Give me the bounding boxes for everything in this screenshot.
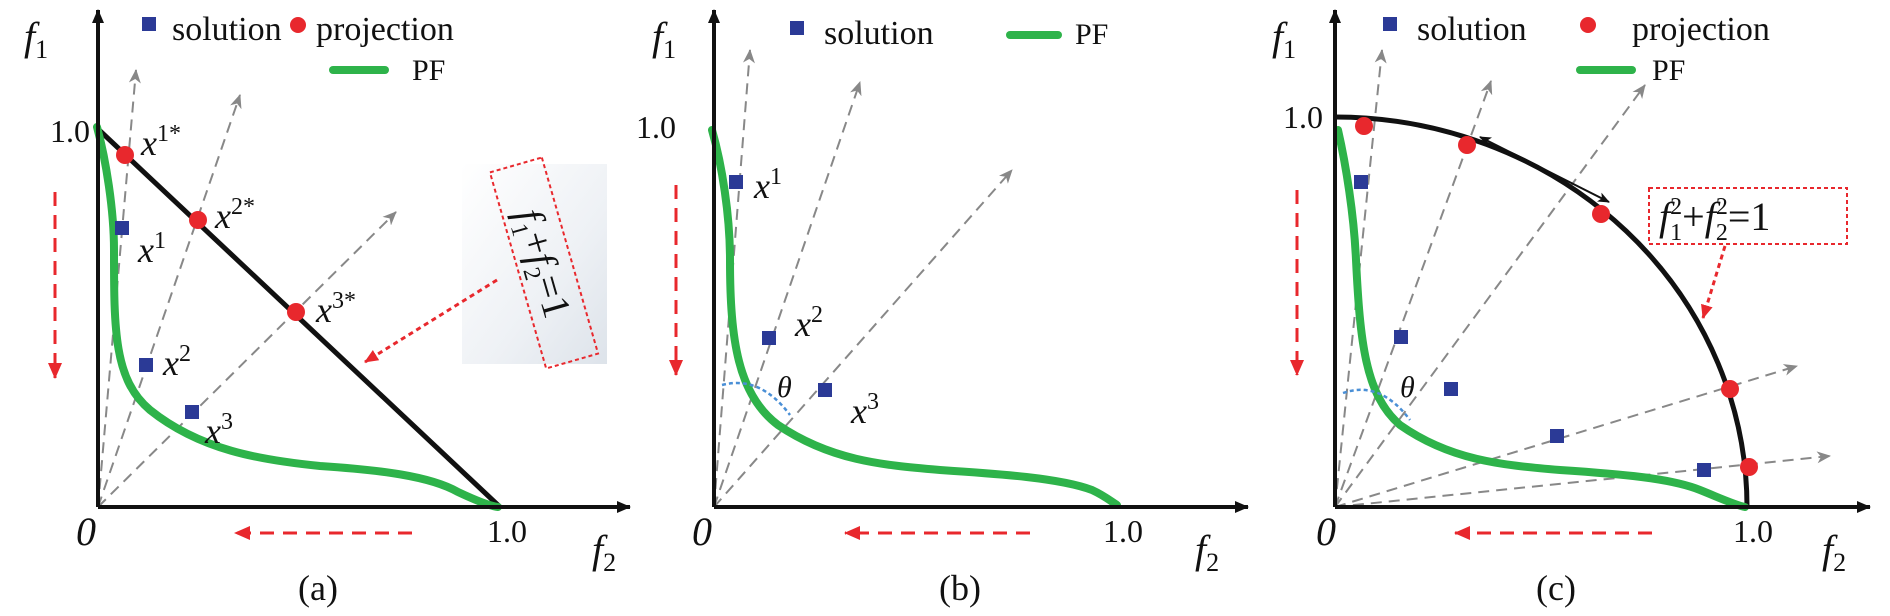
- theta-angle-arc: [1342, 388, 1411, 421]
- equation-pointer-arrow: [1701, 245, 1727, 319]
- panel-b: solution PF θ x1 x2 x3 f1 1.0 0 1.0 f2 (…: [636, 9, 1249, 608]
- reference-vectors: [1334, 49, 1831, 508]
- distance-double-arrow: [1479, 136, 1610, 203]
- tick-label-f1: 1.0: [50, 113, 90, 149]
- label-x2: x2: [162, 341, 191, 383]
- pareto-front-curve: [1334, 126, 1749, 511]
- origin-label: 0: [76, 509, 96, 554]
- f1-axis-label: f1: [652, 14, 676, 64]
- legend-projection-label: projection: [1632, 11, 1770, 48]
- legend-solution-label: solution: [824, 15, 934, 52]
- label-x3: x3: [204, 409, 233, 451]
- projection-x3: [1592, 205, 1610, 223]
- tick-label-f2: 1.0: [487, 513, 527, 549]
- label-x2: x2: [794, 302, 823, 344]
- theta-angle-arc: [721, 381, 791, 416]
- origin-label: 0: [692, 509, 712, 554]
- projection-x3: [287, 303, 305, 321]
- solution-x2: [762, 331, 776, 345]
- origin-label: 0: [1316, 509, 1336, 554]
- legend-solution-marker: [1383, 17, 1397, 31]
- tick-label-f2: 1.0: [1103, 513, 1143, 549]
- f1-axis-label: f1: [1272, 14, 1296, 64]
- panel-caption: (b): [939, 568, 981, 608]
- reference-vectors: [713, 49, 1013, 508]
- panel-c: solution projection PF θ: [1272, 9, 1871, 608]
- solution-x3: [185, 405, 199, 419]
- solution-x2: [139, 358, 153, 372]
- solution-x1: [1354, 175, 1368, 189]
- legend-pf-label: PF: [412, 54, 445, 87]
- pareto-front-curve: [708, 126, 1121, 509]
- f2-axis-label: f2: [1195, 527, 1219, 577]
- theta-label: θ: [777, 371, 792, 404]
- solution-x1: [729, 175, 743, 189]
- label-x1: x1: [137, 228, 166, 270]
- legend-pf-label: PF: [1075, 18, 1108, 51]
- label-x2-star: x2*: [214, 194, 255, 236]
- panel-caption: (a): [298, 568, 338, 608]
- label-x1: x1: [753, 164, 782, 206]
- equation-box: [1648, 187, 1848, 245]
- tick-label-f1: 1.0: [1283, 99, 1323, 135]
- solution-x3: [818, 383, 832, 397]
- solution-x5: [1697, 463, 1711, 477]
- solution-x1: [115, 221, 129, 235]
- f2-axis-label: f2: [1822, 527, 1846, 577]
- legend-solution-marker: [790, 21, 804, 35]
- legend-projection-marker: [290, 17, 306, 33]
- tick-label-f1: 1.0: [636, 109, 676, 145]
- projection-x4: [1721, 380, 1739, 398]
- label-x3: x3: [850, 389, 879, 431]
- legend-projection-marker: [1580, 17, 1596, 33]
- solution-x2: [1394, 330, 1408, 344]
- legend-solution-label: solution: [172, 11, 282, 48]
- label-x1-star: x1*: [140, 121, 181, 163]
- label-x3-star: x3*: [315, 288, 356, 330]
- f2-axis-label: f2: [592, 527, 616, 577]
- projection-x2: [189, 211, 207, 229]
- solution-x3: [1444, 382, 1458, 396]
- tick-label-f2: 1.0: [1733, 513, 1773, 549]
- legend-solution-label: solution: [1417, 11, 1527, 48]
- f1-axis-label: f1: [24, 14, 48, 64]
- legend-projection-label: projection: [316, 11, 454, 48]
- solution-x4: [1550, 429, 1564, 443]
- panel-caption: (c): [1536, 568, 1576, 608]
- panel-a: solution projection PF x1* x2* x3* x1 x: [24, 9, 631, 608]
- quarter-circle-boundary: [1334, 114, 1750, 508]
- legend-solution-marker: [142, 17, 156, 31]
- theta-label: θ: [1400, 371, 1415, 404]
- projection-x5: [1740, 458, 1758, 476]
- projection-x2: [1458, 136, 1476, 154]
- legend-pf-label: PF: [1652, 54, 1685, 87]
- projection-x1: [1355, 117, 1373, 135]
- pareto-front-curve: [93, 123, 502, 511]
- projection-x1: [116, 146, 134, 164]
- equation-pointer-arrow: [364, 278, 498, 364]
